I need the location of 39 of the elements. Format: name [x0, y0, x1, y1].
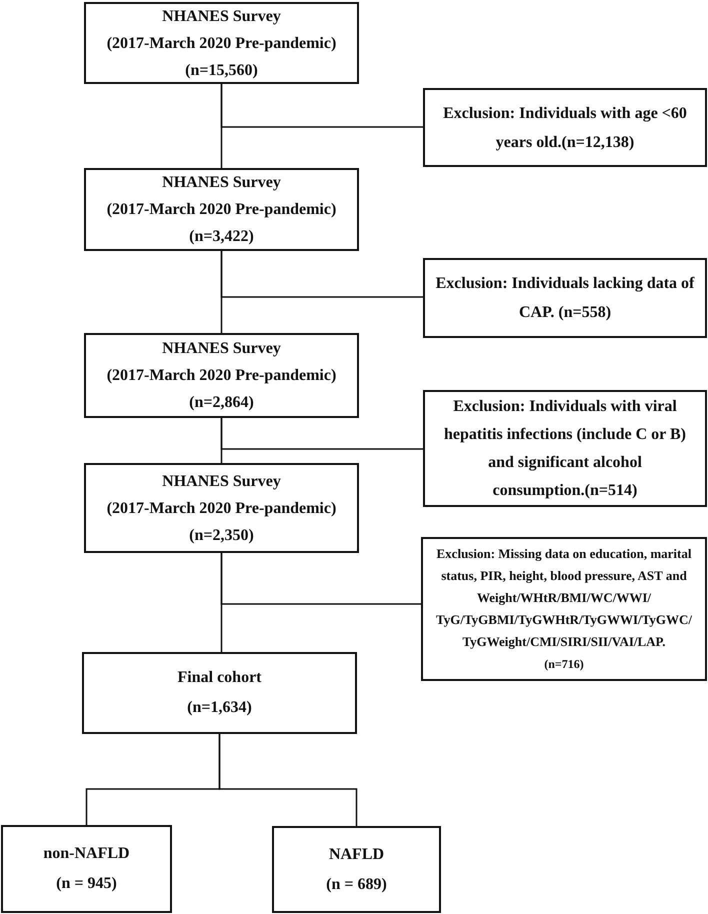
cohort-box: [82, 652, 357, 734]
connector-line: [218, 734, 358, 826]
box-text: (n=15,560): [185, 60, 258, 80]
survey-box: [84, 463, 359, 553]
box-text: (2017-March 2020 Pre-pandemic): [106, 34, 336, 54]
box-text: (n=1,634): [187, 698, 252, 718]
box-text: (2017-March 2020 Pre-pandemic): [106, 366, 336, 386]
box-heading: NAFLD: [328, 844, 384, 864]
box-text: (2017-March 2020 Pre-pandemic): [106, 498, 336, 518]
exclusion-box: [421, 537, 707, 681]
box-heading: NHANES Survey: [162, 472, 281, 492]
connector-line: [220, 84, 423, 128]
box-heading: NHANES Survey: [162, 339, 281, 359]
box-heading: NHANES Survey: [162, 6, 281, 26]
connector-line: [220, 418, 423, 450]
survey-box: [84, 168, 359, 251]
box-text: (n=716): [543, 656, 585, 673]
box-heading: non-NAFLD: [43, 844, 130, 864]
box-heading: Exclusion: Individuals lacking data of CAP. (n=558): [434, 274, 696, 323]
group-box: [272, 826, 441, 913]
box-text: (n=2,864): [189, 393, 254, 413]
box-text: (n=3,422): [189, 227, 254, 247]
exclusion-box: [423, 390, 707, 507]
box-text: (n=2,350): [189, 526, 254, 546]
survey-box: [84, 333, 359, 418]
box-heading: Exclusion: Individuals with age <60 years old.(n=12,138): [442, 104, 688, 152]
exclusion-box: [423, 258, 707, 338]
box-heading: NHANES Survey: [162, 173, 281, 193]
connector-line: [220, 553, 421, 605]
box-text: (2017-March 2020 Pre-pandemic): [106, 200, 336, 220]
box-text: (n = 689): [326, 874, 387, 894]
exclusion-box: [423, 88, 707, 167]
connector-line: [220, 251, 423, 298]
box-heading: Final cohort: [178, 668, 262, 688]
box-text: (n = 945): [56, 874, 117, 894]
box-heading: Exclusion: Individuals with viral hepatitis infections (include C or B) and significant alcohol consumption.(n=514): [443, 396, 687, 500]
group-box: [1, 825, 172, 913]
box-heading: Exclusion: Missing data on education, marital status, PIR, height, blood pressure, AST and Weight/WHtR/BMI/WC/WWI/ TyG/TyGBMI/TyGWHtR/TyGWWI/TyGWC/ TyGWeight/CMI/SIRI/SII/VAI/LAP.: [435, 545, 693, 651]
survey-box: [84, 2, 359, 84]
